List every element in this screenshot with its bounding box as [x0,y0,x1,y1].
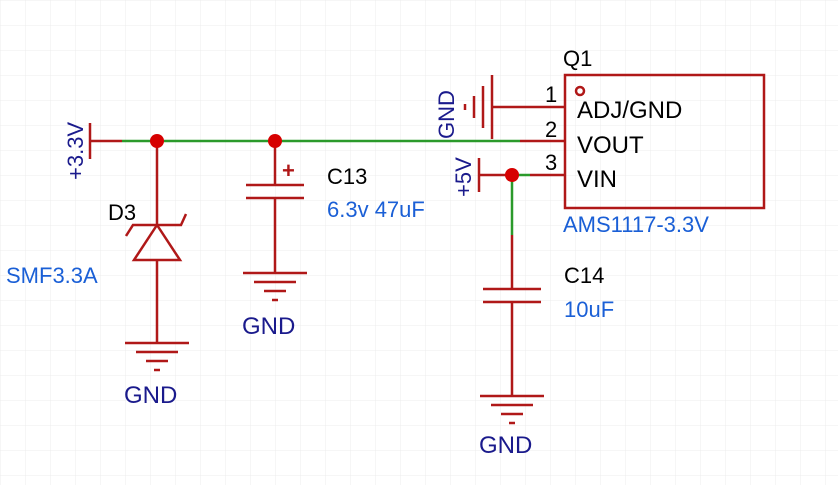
capacitor-c13 [246,141,304,273]
ic-pin-name: ADJ/GND [577,97,682,124]
capacitor-c14 [483,235,541,396]
ic-pin-name: VOUT [577,132,644,159]
component-graphics [88,73,766,425]
gnd-label-c14: GND [479,432,532,459]
ground-symbol-c14 [480,394,544,425]
gnd-label-c13: GND [242,313,295,340]
junction-dot [268,134,282,148]
gnd-label-ic: GND [434,90,459,139]
ground-symbol-ic [463,75,565,139]
ic-body-q1[interactable] [563,73,766,210]
power-label-3v3: +3.3V [63,122,88,180]
pin1-indicator-icon [574,85,586,97]
ic-part-number: AMS1117-3.3V [563,212,709,237]
c14-designator: C14 [564,263,604,288]
gnd-label-d3: GND [124,382,177,409]
ic-pin-number: 1 [545,82,557,107]
ic-pin-name: VIN [577,166,617,193]
junctions [150,134,519,182]
junction-dot [150,134,164,148]
ground-symbol-c13 [243,271,307,302]
c13-designator: C13 [327,164,367,189]
c13-polarity-mark: + [282,158,295,183]
c13-value: 6.3v 47uF [327,197,425,222]
d3-part-number: SMF3.3A [6,263,98,288]
ic-pin-number: 2 [545,117,557,142]
ic-designator: Q1 [563,46,592,71]
ic-pin-number: 3 [545,150,557,175]
junction-dot [505,168,519,182]
ground-symbol-d3 [125,341,189,372]
zener-diode-d3 [124,141,188,343]
d3-designator: D3 [108,200,136,225]
power-label-5v: +5V [451,157,476,197]
c14-value: 10uF [564,297,614,322]
